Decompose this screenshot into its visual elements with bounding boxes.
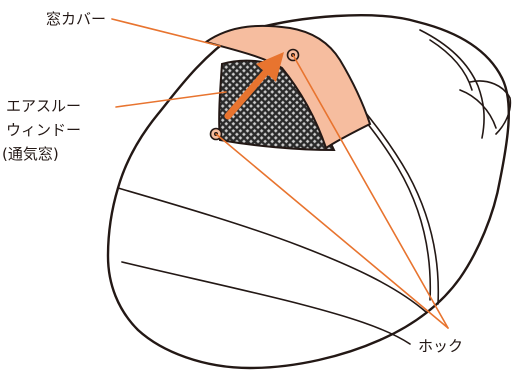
label-air-through-line3: (通気窓) [2, 144, 59, 164]
leader-window-cover [112, 19, 220, 46]
label-window-cover: 窓カバー [46, 9, 106, 29]
label-air-through-line1: エアスルー [6, 96, 81, 116]
label-air-through-line2: ウィンドー [6, 120, 81, 140]
label-hook: ホック [418, 336, 463, 356]
